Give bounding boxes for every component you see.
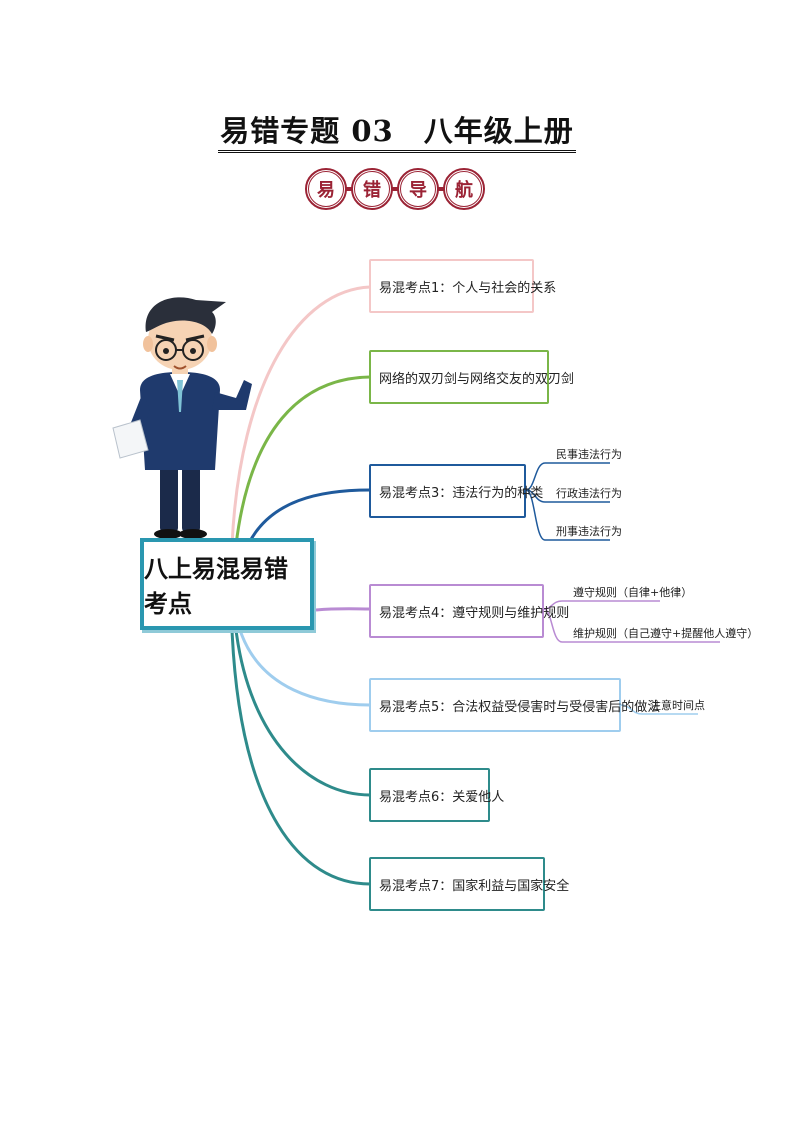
sub-line-4a	[543, 600, 660, 610]
sub-line-3a	[525, 462, 610, 491]
badge-4-label: 航	[446, 171, 482, 207]
branch-node-5: 易混考点5：合法权益受侵害时与受侵害后的做法	[369, 678, 660, 732]
branch-node-7-label: 易混考点7：国家利益与国家安全	[379, 878, 570, 894]
badge-3: 导	[397, 168, 439, 210]
teacher-character-illustration	[112, 297, 252, 539]
branch-line-4	[315, 607, 371, 612]
branch-line-5	[238, 629, 371, 707]
page-title: 易错专题 03 八年级上册	[0, 108, 794, 153]
sub-node-3-3: 刑事违法行为	[556, 525, 622, 538]
page-title-text: 易错专题 03 八年级上册	[218, 114, 576, 153]
sub-line-5a	[620, 704, 698, 715]
badge-1: 易	[305, 168, 347, 210]
branch-line-7	[230, 629, 371, 886]
navigation-badges: 易 错 导 航	[305, 168, 485, 212]
branch-node-4: 易混考点4：遵守规则与维护规则	[369, 584, 569, 638]
branch-line-3	[246, 488, 371, 546]
badge-3-label: 导	[400, 171, 436, 207]
sub-node-4-1: 遵守规则（自律+他律）	[573, 586, 693, 599]
branch-node-3: 易混考点3：违法行为的种类	[369, 464, 543, 518]
sub-line-3c	[525, 489, 610, 541]
branch-node-2-label: 网络的双刃剑与网络交友的双刃剑	[379, 371, 575, 387]
branch-line-1	[230, 285, 371, 546]
sub-node-4-2: 维护规则（自己遵守+提醒他人遵守）	[573, 627, 759, 640]
central-node: 八上易混易错考点	[140, 538, 314, 630]
branch-line-6	[234, 629, 371, 797]
badge-connector	[309, 187, 481, 191]
branch-node-1: 易混考点1：个人与社会的关系	[369, 259, 556, 313]
branch-line-2	[234, 375, 371, 546]
branch-node-6-label: 易混考点6：关爱他人	[379, 789, 505, 805]
sub-node-5-1: 注意时间点	[650, 699, 705, 712]
branch-node-3-label: 易混考点3：违法行为的种类	[379, 485, 544, 501]
branch-node-4-label: 易混考点4：遵守规则与维护规则	[379, 605, 570, 621]
branch-node-7: 易混考点7：国家利益与国家安全	[369, 857, 569, 911]
sub-node-3-2: 行政违法行为	[556, 487, 622, 500]
sub-line-4b	[543, 608, 720, 643]
branch-node-5-label: 易混考点5：合法权益受侵害时与受侵害后的做法	[379, 699, 661, 715]
branch-node-2: 网络的双刃剑与网络交友的双刃剑	[369, 350, 574, 404]
sub-node-3-1: 民事违法行为	[556, 448, 622, 461]
badge-4: 航	[443, 168, 485, 210]
badge-1-label: 易	[308, 171, 344, 207]
badge-2-label: 错	[354, 171, 390, 207]
branch-node-6: 易混考点6：关爱他人	[369, 768, 504, 822]
branch-node-1-label: 易混考点1：个人与社会的关系	[379, 280, 557, 296]
badge-2: 错	[351, 168, 393, 210]
